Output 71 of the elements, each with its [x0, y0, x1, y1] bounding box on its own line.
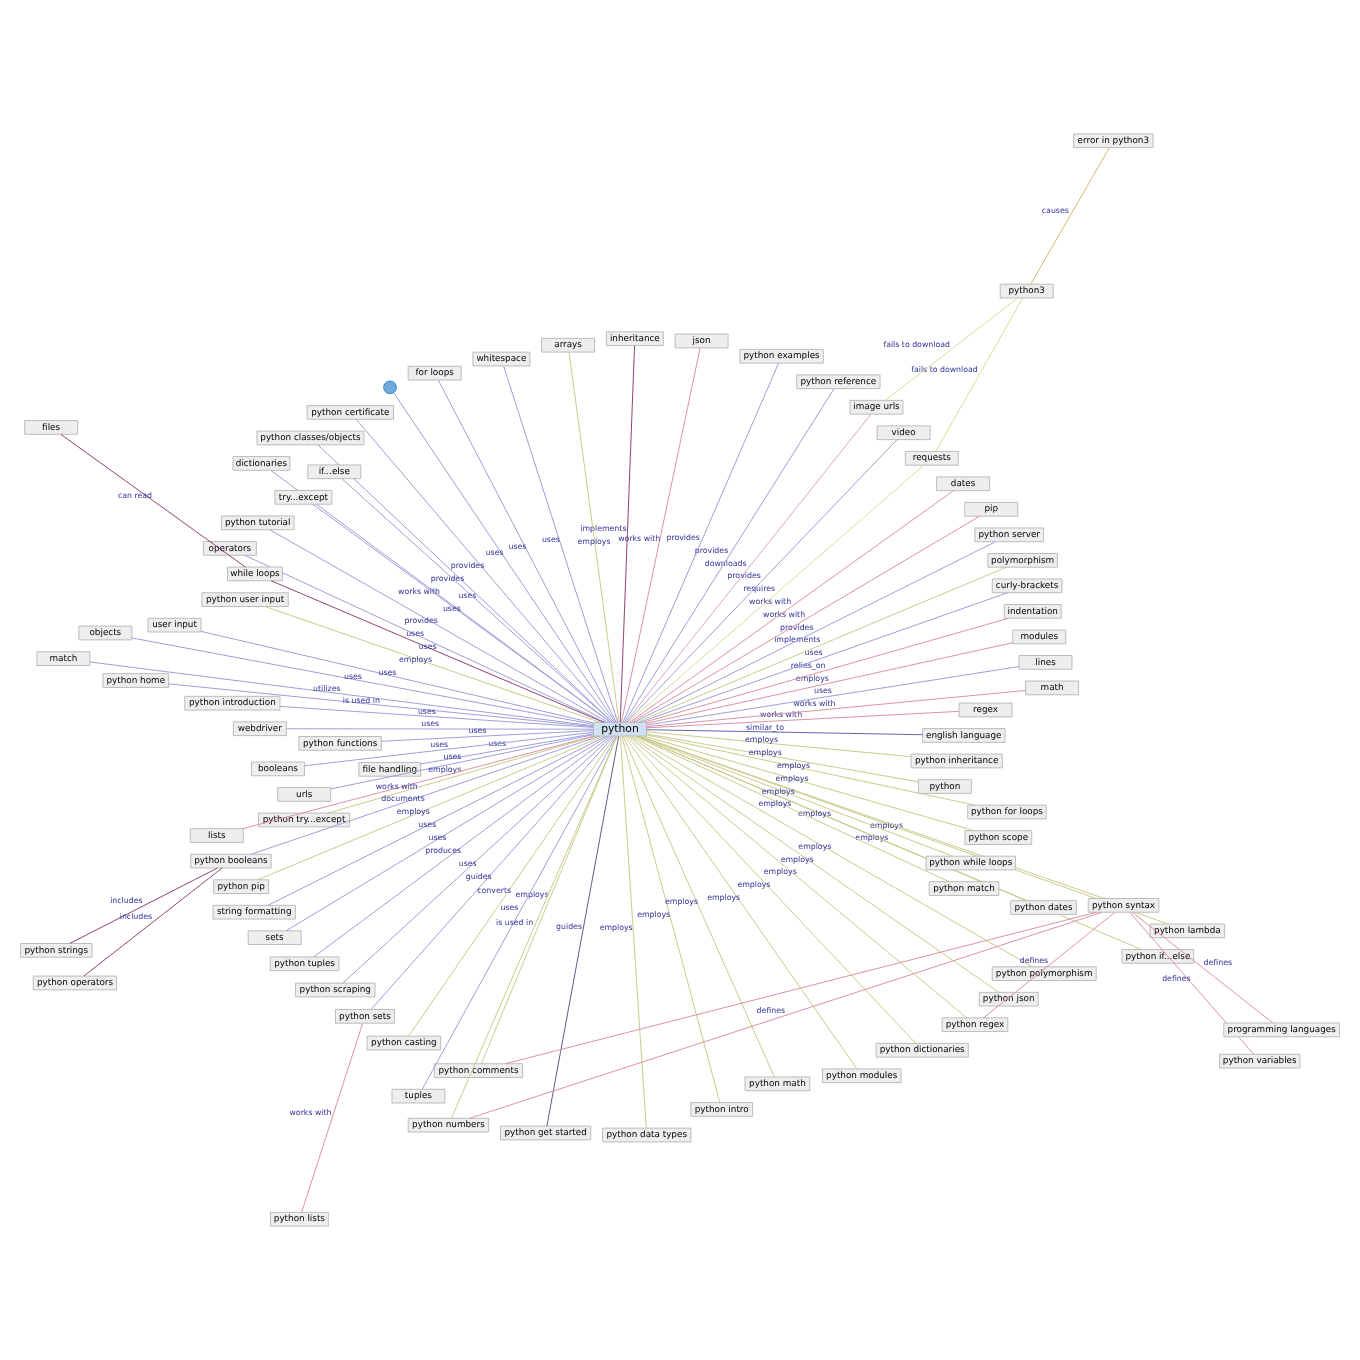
- connector: [437, 379, 617, 723]
- connector: [393, 392, 616, 723]
- connector: [622, 362, 780, 723]
- connector: [304, 731, 594, 767]
- connector: [355, 419, 615, 723]
- connector: [546, 735, 620, 1127]
- connector: [279, 705, 594, 728]
- connector: [631, 515, 980, 723]
- connector: [623, 388, 835, 723]
- connector: [421, 735, 617, 1090]
- connector: [627, 464, 925, 723]
- connector: [646, 666, 1020, 726]
- connector: [327, 735, 597, 814]
- connector: [646, 731, 912, 758]
- connector: [646, 642, 1014, 724]
- connector: [1129, 911, 1254, 1055]
- connector: [621, 735, 721, 1103]
- connector: [646, 729, 924, 736]
- connector: [624, 735, 858, 1070]
- connector: [370, 735, 615, 1010]
- connector: [89, 661, 594, 727]
- connector: [264, 606, 601, 723]
- connector: [884, 297, 1019, 401]
- connector: [317, 444, 614, 723]
- connector: [626, 439, 898, 723]
- connector: [627, 735, 967, 1019]
- connector: [1030, 147, 1110, 285]
- connector: [301, 1023, 364, 1213]
- connector: [622, 735, 775, 1078]
- connector: [269, 529, 608, 723]
- connector: [270, 580, 605, 723]
- connector: [1132, 911, 1274, 1024]
- connector: [634, 735, 950, 883]
- connector: [646, 710, 960, 729]
- connector: [568, 351, 620, 723]
- connector: [646, 733, 919, 783]
- connector: [312, 503, 611, 723]
- connector: [637, 735, 954, 857]
- connector: [646, 689, 1027, 728]
- connector: [60, 433, 246, 568]
- connector: [639, 592, 1008, 723]
- connector: [380, 730, 594, 742]
- connector: [420, 733, 594, 765]
- connector: [286, 728, 594, 730]
- connector: [983, 912, 1116, 1019]
- connector: [619, 735, 647, 1129]
- connector: [244, 554, 606, 723]
- connector: [451, 735, 618, 1119]
- connector: [408, 735, 616, 1037]
- connector: [635, 735, 1028, 902]
- connector: [342, 735, 613, 984]
- connector: [620, 347, 701, 723]
- connector: [633, 541, 996, 723]
- connector: [625, 413, 872, 723]
- connector: [200, 630, 594, 724]
- connector: [636, 566, 1007, 723]
- connector: [503, 365, 619, 723]
- connector: [313, 735, 611, 958]
- connector: [69, 867, 218, 944]
- connector: [83, 867, 223, 977]
- connector: [168, 683, 594, 728]
- connector: [480, 735, 618, 1064]
- node-circle: [383, 380, 397, 395]
- connector: [619, 345, 636, 723]
- connector: [629, 490, 954, 723]
- connector: [935, 297, 1024, 452]
- connector: [131, 637, 594, 725]
- connector: [330, 734, 594, 790]
- connector: [643, 617, 1009, 723]
- connector: [341, 478, 613, 723]
- connector: [626, 735, 917, 1044]
